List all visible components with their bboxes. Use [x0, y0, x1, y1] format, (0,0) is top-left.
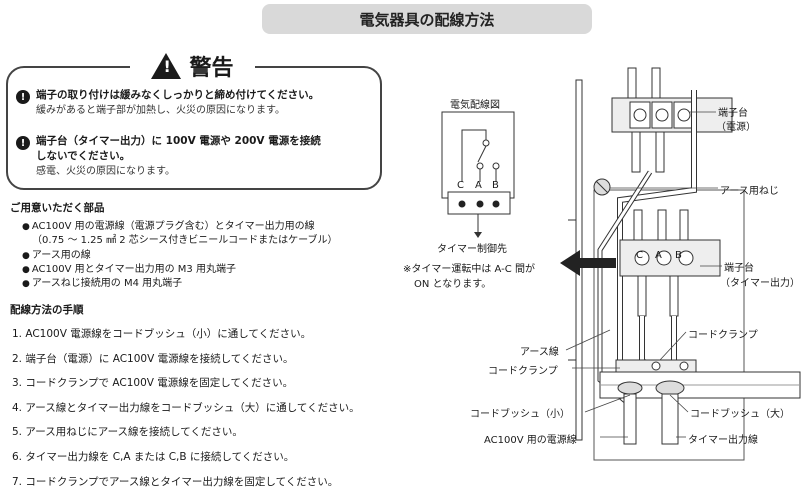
- list-item: AC100V 用の電源線（電源プラグ含む）とタイマー出力用の線: [22, 220, 338, 234]
- wiring-schematic: [441, 111, 515, 238]
- warning-2-strong-2: しないでください。: [36, 150, 131, 162]
- warning-2-sub: 感電、火災の原因になります。: [36, 166, 175, 177]
- label-cord-clamp-a: コードクランプ: [688, 330, 758, 341]
- list-item: 7. コードクランプでアース線とタイマー出力線を固定してください。: [12, 475, 339, 488]
- exclamation-icon: !: [16, 90, 30, 104]
- list-item: （0.75 ～ 1.25 ㎟ 2 芯シース付きビニールコードまたはケーブル）: [32, 235, 338, 247]
- label-cord-clamp-b: コードクランプ: [488, 366, 558, 377]
- label-bushing-large: コードブッシュ（大）: [690, 409, 790, 420]
- note-line-2: ON となります。: [414, 279, 492, 290]
- label-terminal-power-1: 端子台: [718, 108, 748, 119]
- warning-item-2: ! 端子台（タイマー出力）に 100V 電源や 200V 電源を接続 しないでく…: [16, 134, 321, 179]
- warning-triangle-icon: [151, 53, 182, 79]
- list-item: 2. 端子台（電源）に AC100V 電源線を接続してください。: [12, 352, 294, 365]
- label-terminal-timer-2: （タイマー出力）: [720, 278, 800, 289]
- wiring-diagram-title: 電気配線図: [450, 100, 500, 111]
- terminal-letter-c-device: C: [636, 250, 643, 261]
- procedure-steps: 1. AC100V 電源線をコードブッシュ（小）に通してください。 2. 端子台…: [12, 326, 360, 498]
- parts-heading: ご用意いただく部品: [10, 202, 105, 214]
- terminal-letter-b-device: B: [675, 250, 682, 261]
- page-title: 電気器具の配線方法: [262, 4, 592, 34]
- label-terminal-timer-1: 端子台: [724, 263, 754, 274]
- warning-1-sub: 緩みがあると端子部が加熱し、火災の原因になります。: [36, 105, 285, 116]
- label-terminal-power-2: （電源）: [716, 122, 756, 133]
- exclamation-icon: !: [16, 136, 30, 150]
- label-ac-wire: AC100V 用の電源線: [484, 435, 577, 446]
- terminal-letter-a: A: [475, 180, 482, 191]
- label-bushing-small: コードブッシュ（小）: [470, 409, 570, 420]
- timer-destination-label: タイマー制御先: [437, 244, 507, 255]
- terminal-letter-c: C: [457, 180, 464, 191]
- list-item: アースねじ接続用の M4 用丸端子: [22, 277, 338, 291]
- label-timer-wire: タイマー出力線: [688, 435, 758, 446]
- warning-item-1: ! 端子の取り付けは緩みなくしっかりと締め付けてください。 緩みがあると端子部が…: [16, 88, 320, 118]
- note-line-1: ※タイマー運転中は A-C 間が: [403, 264, 535, 275]
- device-diagram: [568, 67, 801, 461]
- terminal-letter-a-device: A: [655, 250, 662, 261]
- output-arrow-icon: [560, 250, 616, 276]
- list-item: 1. AC100V 電源線をコードブッシュ（小）に通してください。: [12, 328, 312, 340]
- warning-heading: 警告: [130, 50, 255, 82]
- list-item: 4. アース線とタイマー出力線をコードブッシュ（大）に通してください。: [12, 401, 360, 414]
- warning-1-strong: 端子の取り付けは緩みなくしっかりと締め付けてください。: [36, 89, 320, 101]
- warning-2-strong-1: 端子台（タイマー出力）に 100V 電源や 200V 電源を接続: [36, 135, 321, 147]
- list-item: 3. コードクランプで AC100V 電源線を固定してください。: [12, 377, 294, 390]
- terminal-letter-b: B: [492, 180, 499, 191]
- procedure-heading: 配線方法の手順: [10, 304, 84, 316]
- list-item: アース用の線: [22, 249, 338, 263]
- list-item: AC100V 用とタイマー出力用の M3 用丸端子: [22, 263, 338, 277]
- list-item: 6. タイマー出力線を C,A または C,B に接続してください。: [12, 450, 295, 463]
- list-item: 5. アース用ねじにアース線を接続してください。: [12, 426, 243, 439]
- label-earth-wire: アース線: [520, 347, 559, 358]
- parts-list: AC100V 用の電源線（電源プラグ含む）とタイマー出力用の線 （0.75 ～ …: [22, 220, 338, 291]
- label-earth-screw: アース用ねじ: [720, 186, 779, 197]
- warning-box: ! 端子の取り付けは緩みなくしっかりと締め付けてください。 緩みがあると端子部が…: [6, 66, 382, 190]
